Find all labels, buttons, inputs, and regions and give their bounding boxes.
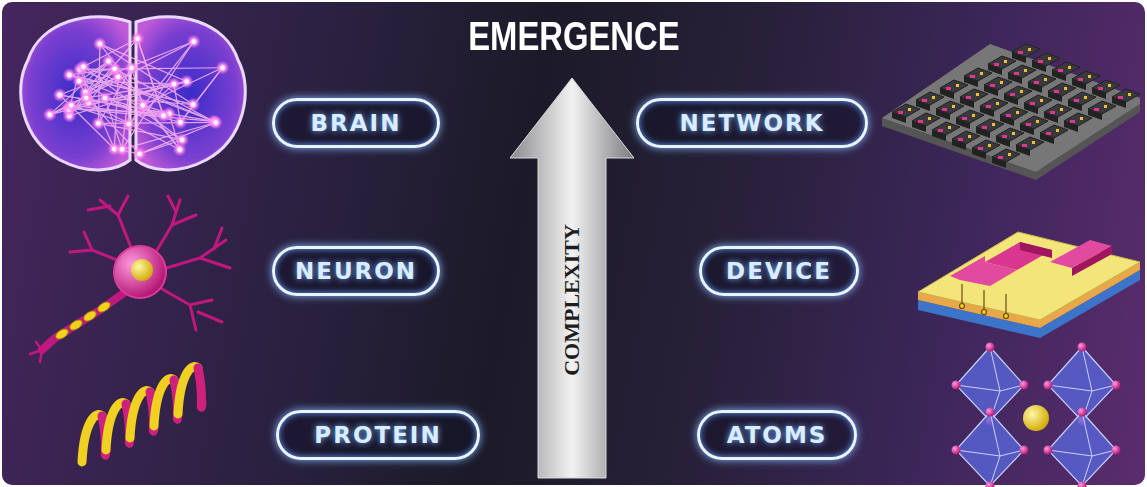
brain-illustration [21,17,246,170]
level-label: NEURON [295,258,417,284]
level-box: PROTEIN [276,410,480,460]
level-label: BRAIN [311,110,402,136]
diagram-title: EMERGENCE [0,12,1147,60]
atoms-crystal-illustration [952,343,1121,487]
level-box: BRAIN [272,98,440,148]
emergence-arrow [326,298,330,409]
protein-helix-illustration [82,367,202,462]
level-box: NETWORK [636,98,868,148]
emergence-arrow [766,298,770,409]
title-text: EMERGENCE [468,12,679,60]
level-label: NETWORK [679,110,824,136]
level-box: ATOMS [697,410,857,460]
level-label: DEVICE [726,258,832,284]
emergence-arrow [766,150,770,245]
device-illustration [918,232,1140,338]
network-array-illustration [882,44,1140,180]
complexity-arrow [510,78,634,478]
level-label: PROTEIN [314,422,441,448]
emergence-arrow [326,150,330,245]
level-box: DEVICE [699,246,859,296]
level-label: ATOMS [727,422,828,448]
neuron-illustration [30,196,230,362]
level-box: NEURON [272,246,440,296]
axis-label: COMPLEXITY [559,224,585,376]
